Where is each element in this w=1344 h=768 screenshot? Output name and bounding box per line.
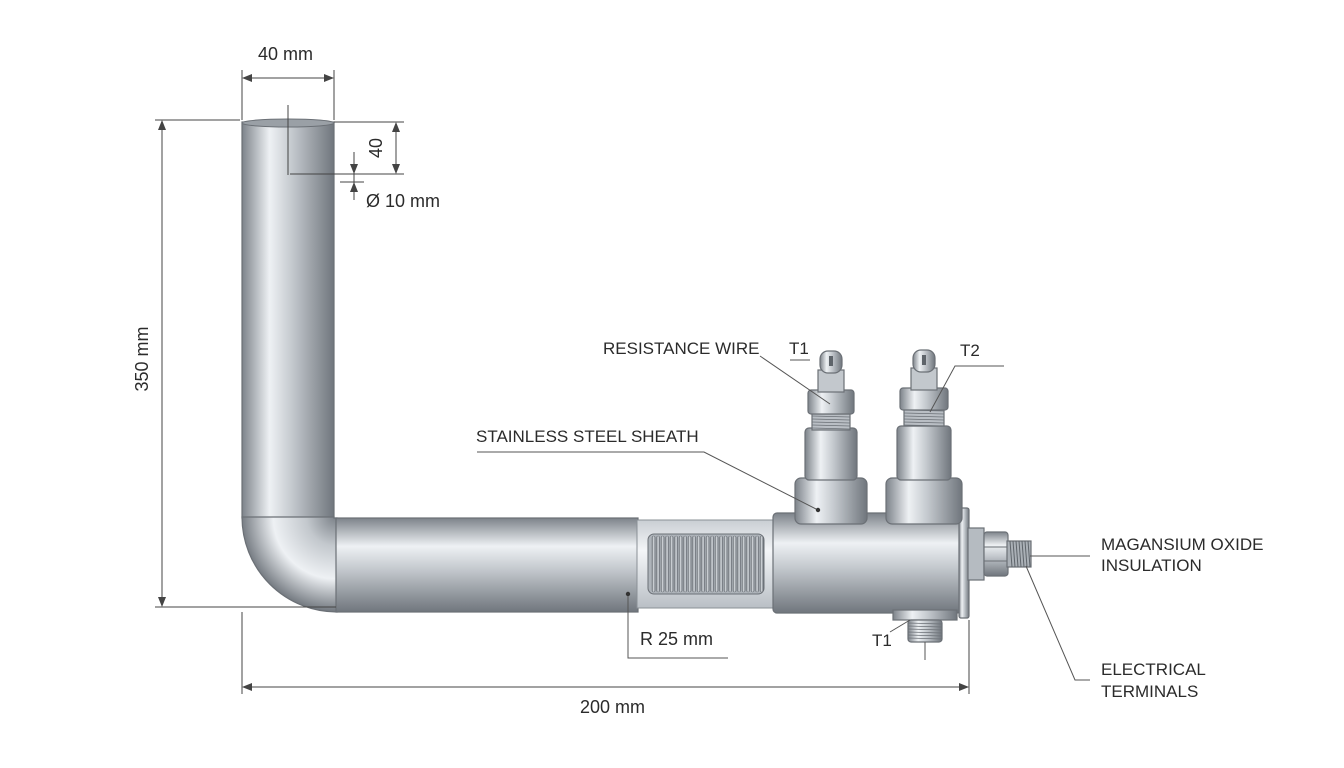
coil-turn bbox=[732, 535, 737, 593]
terminal-housing bbox=[772, 507, 1032, 619]
diameter-label: Ø 10 mm bbox=[366, 191, 441, 211]
thread-line bbox=[907, 637, 943, 640]
thread-line bbox=[811, 424, 851, 427]
sheath-label: STAINLESS STEEL SHEATH bbox=[476, 427, 699, 446]
thread-line bbox=[903, 415, 945, 418]
thread-line bbox=[907, 631, 943, 634]
terminal-t1-bottom-label: T1 bbox=[872, 631, 892, 650]
dimension-length bbox=[241, 612, 970, 694]
thread-line bbox=[903, 409, 945, 412]
thread-line bbox=[811, 418, 851, 421]
terminal-t2-label: T2 bbox=[960, 341, 980, 360]
thread-line bbox=[1018, 540, 1022, 568]
thread-line bbox=[907, 628, 943, 631]
thread-line bbox=[903, 412, 945, 415]
dimension-top-width bbox=[241, 70, 335, 120]
pipe-bend bbox=[241, 516, 338, 613]
thread-line bbox=[903, 424, 945, 427]
thread-line bbox=[1027, 540, 1031, 568]
height-label: 350 mm bbox=[132, 326, 152, 392]
resistance-coil-section bbox=[636, 519, 778, 609]
thread-line bbox=[1024, 540, 1028, 568]
coil-turn bbox=[705, 535, 710, 593]
leader-lines bbox=[477, 355, 1090, 681]
dimension-bend-radius bbox=[625, 591, 728, 659]
thread-line bbox=[811, 427, 851, 430]
resistance-wire-label: RESISTANCE WIRE bbox=[603, 339, 760, 358]
coil-turn bbox=[741, 535, 746, 593]
post-threads bbox=[811, 409, 945, 640]
coil-turn bbox=[674, 535, 678, 593]
coil-turn bbox=[656, 535, 660, 593]
coil-turn bbox=[665, 535, 669, 593]
terminal-post-t1-bottom bbox=[892, 609, 958, 643]
coil-turn bbox=[737, 535, 741, 593]
horizontal-pipe bbox=[335, 517, 639, 613]
coil-turn bbox=[669, 535, 674, 593]
dimension-diameter bbox=[340, 152, 364, 200]
coil-turn bbox=[696, 535, 701, 593]
thread-line bbox=[1021, 540, 1025, 568]
terminals-label-line1: ELECTRICAL bbox=[1101, 660, 1206, 679]
length-label: 200 mm bbox=[580, 697, 646, 717]
top-depth-label: 40 bbox=[366, 137, 386, 159]
end-threads bbox=[1009, 540, 1031, 568]
thread-line bbox=[1012, 540, 1016, 568]
bend-radius-label: R 25 mm bbox=[640, 629, 714, 649]
coil-turn bbox=[750, 535, 755, 593]
coil-turn bbox=[746, 535, 750, 593]
thread-line bbox=[907, 634, 943, 637]
coil-turn bbox=[701, 535, 705, 593]
top-width-label: 40 mm bbox=[258, 44, 314, 64]
terminal-post-t1 bbox=[794, 350, 868, 525]
thread-line bbox=[811, 421, 851, 424]
insulation-label-line2: INSULATION bbox=[1101, 556, 1202, 575]
coil-turn bbox=[755, 535, 759, 593]
coil-turn bbox=[678, 535, 683, 593]
coil-turn bbox=[651, 535, 656, 593]
coil-turn bbox=[660, 535, 665, 593]
coil-turn bbox=[683, 535, 687, 593]
terminal-post-t2 bbox=[885, 349, 963, 525]
coil-turn bbox=[692, 535, 696, 593]
terminal-t1-top-label: T1 bbox=[789, 339, 809, 358]
coil-turn bbox=[714, 535, 719, 593]
thread-line bbox=[907, 625, 943, 628]
thread-line bbox=[903, 421, 945, 424]
coil-turn bbox=[710, 535, 714, 593]
thread-line bbox=[907, 622, 943, 625]
coil-turn bbox=[759, 535, 764, 593]
thread-line bbox=[903, 418, 945, 421]
coil-turn bbox=[719, 535, 723, 593]
insulation-label-line1: MAGANSIUM OXIDE bbox=[1101, 535, 1264, 554]
coil-turn bbox=[687, 535, 692, 593]
coil-turn bbox=[723, 535, 728, 593]
vertical-pipe bbox=[241, 118, 335, 519]
thread-line bbox=[811, 415, 851, 418]
dimension-top-depth bbox=[287, 105, 404, 175]
coil-turn bbox=[728, 535, 732, 593]
dimension-height bbox=[155, 119, 336, 608]
thread-line bbox=[1009, 540, 1013, 568]
terminals-label-line2: TERMINALS bbox=[1101, 682, 1199, 701]
coil-turns bbox=[651, 535, 764, 593]
thread-line bbox=[1015, 540, 1019, 568]
